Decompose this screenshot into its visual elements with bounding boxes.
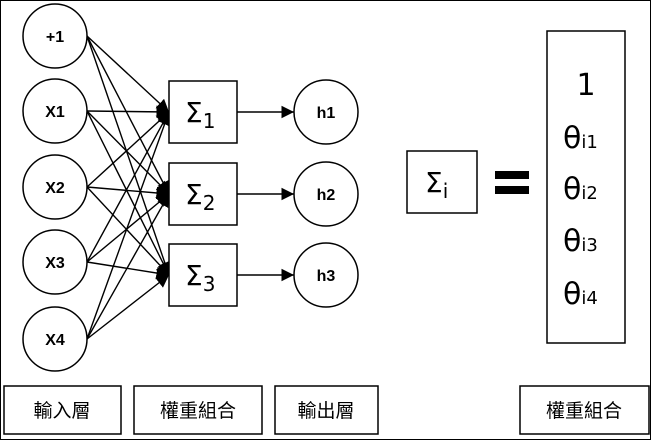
sum-subscript: 1	[203, 109, 216, 133]
input-node-label: X3	[45, 255, 65, 272]
connection-arrow	[86, 193, 170, 340]
sum-subscript: 2	[203, 191, 216, 215]
sum-subscript: i	[443, 179, 449, 203]
connection-arrow	[86, 111, 171, 340]
sum-box: Σ2	[168, 162, 238, 226]
input-node-label: X2	[45, 180, 65, 197]
label-weight-combination-right: 權重組合	[519, 385, 650, 435]
input-to-sum-edges	[86, 35, 171, 340]
svg-text:權重組合: 權重組合	[160, 400, 236, 422]
output-node: h2	[293, 161, 359, 227]
svg-text:權重組合: 權重組合	[546, 400, 622, 422]
svg-text:輸出層: 輸出層	[297, 400, 354, 422]
svg-text:Σ3: Σ3	[185, 259, 215, 296]
equals-sign: =	[495, 171, 529, 194]
vector-entry: θi3	[563, 224, 598, 259]
connection-arrow	[86, 35, 170, 195]
output-node-label: h3	[317, 268, 336, 285]
sum-symbol: Σ	[185, 259, 203, 292]
svg-text:輸入層: 輸入層	[33, 400, 90, 422]
label-weight-combination: 權重組合	[133, 385, 263, 435]
sum-symbol: Σ	[185, 178, 203, 211]
svg-text:Σi: Σi	[425, 166, 448, 203]
connection-arrow	[86, 186, 170, 276]
parameter-vector: 1 θi1 θi2 θi3 θi4	[546, 30, 626, 344]
connection-arrow	[86, 35, 170, 113]
vector-entry: θi4	[563, 277, 598, 312]
sum-symbol: Σ	[425, 166, 443, 199]
output-node: h3	[293, 242, 359, 308]
connection-arrow	[86, 261, 170, 280]
svg-text:Σ2: Σ2	[185, 178, 215, 215]
output-node-label: h2	[317, 187, 336, 204]
connection-arrow	[86, 193, 170, 263]
vector-entry: θi2	[563, 172, 598, 207]
connection-arrow	[86, 105, 170, 119]
sum-symbol: Σ	[185, 96, 203, 129]
input-node-label: +1	[46, 29, 64, 46]
connection-arrow	[86, 110, 170, 195]
sum-to-output-edges	[237, 105, 294, 282]
input-node: X1	[22, 78, 88, 144]
input-node: +1	[22, 3, 88, 69]
input-node-label: X1	[45, 104, 65, 121]
label-input-layer: 輸入層	[3, 385, 122, 435]
input-node-label: X4	[45, 332, 65, 349]
sum-subscript: 3	[203, 272, 216, 296]
sum-box: Σ3	[168, 243, 238, 307]
connection-arrow	[86, 186, 170, 200]
input-node: X3	[22, 229, 88, 295]
connection-arrow	[86, 274, 170, 340]
connection-arrow	[86, 110, 170, 276]
connection-arrow	[86, 111, 170, 188]
label-output-layer: 輸出層	[274, 385, 379, 435]
sum-box: Σ1	[168, 80, 238, 144]
vector-entry: θi1	[563, 121, 598, 156]
svg-text:=: =	[512, 182, 513, 184]
output-node: h1	[293, 79, 359, 145]
connection-arrow	[86, 111, 170, 263]
svg-text:Σ1: Σ1	[185, 96, 215, 133]
output-node-label: h1	[317, 105, 336, 122]
input-node: X2	[22, 154, 88, 220]
connection-arrow	[86, 35, 171, 276]
vector-entry: 1	[576, 68, 595, 103]
sum-i-box: Σi	[406, 150, 478, 214]
input-node: X4	[22, 306, 88, 372]
